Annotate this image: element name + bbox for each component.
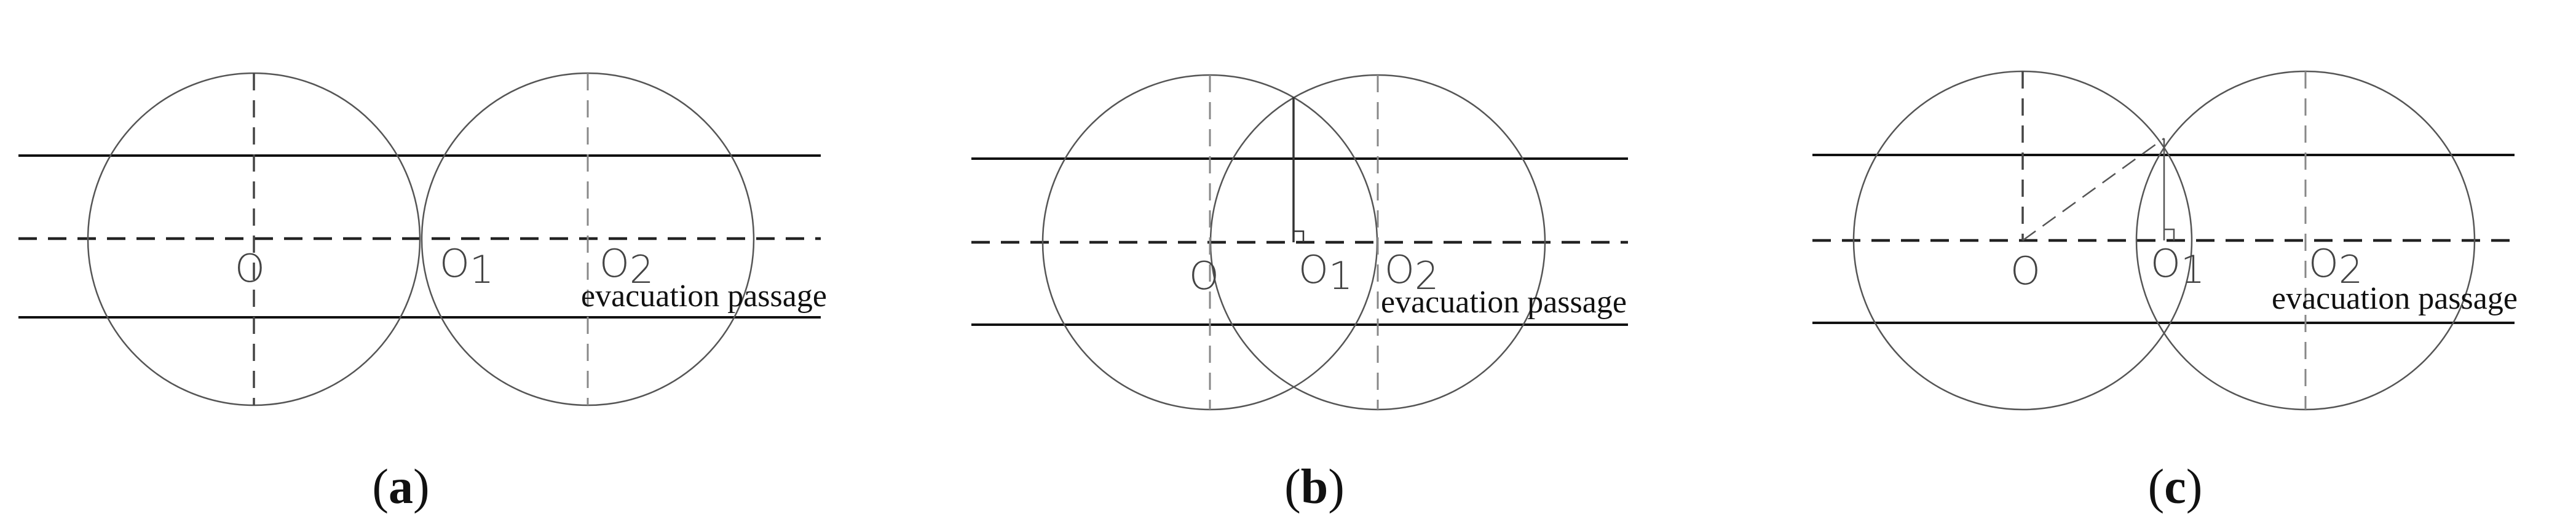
- right-angle-mark: [1294, 230, 1305, 242]
- center-label-o2: O2: [1385, 247, 1439, 298]
- center-label-o: O: [1189, 253, 1219, 298]
- center-label-o2: O2: [2309, 241, 2363, 292]
- center-label-o: O: [2010, 248, 2041, 293]
- center-label-o1: O1: [440, 241, 494, 292]
- panel-b: O O1 O2 evacuation passage (b): [971, 74, 1628, 514]
- radius-to-intersection: [2022, 137, 2165, 242]
- panel-caption: (a): [372, 460, 429, 514]
- passage-label: evacuation passage: [2272, 281, 2518, 316]
- passage-label: evacuation passage: [581, 279, 827, 314]
- center-label-o1: O1: [2151, 241, 2205, 292]
- panel-c: O O1 O2 evacuation passage (c): [1812, 70, 2518, 514]
- center-label-o1: O1: [1298, 247, 1353, 298]
- center-label-o2: O2: [599, 241, 654, 292]
- center-label-o: O: [235, 246, 265, 291]
- panel-a: O O1 O2 evacuation passage (a): [18, 72, 827, 514]
- right-angle-mark: [2164, 228, 2175, 240]
- panel-caption: (b): [1284, 460, 1345, 514]
- passage-label: evacuation passage: [1381, 285, 1627, 320]
- panel-caption: (c): [2148, 460, 2203, 514]
